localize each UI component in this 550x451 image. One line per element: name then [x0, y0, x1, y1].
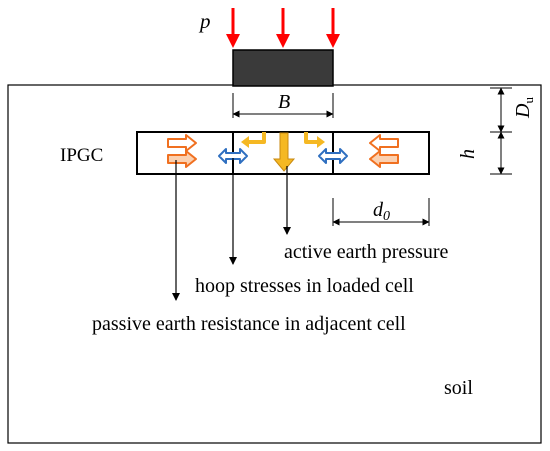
passive-arrow-right [369, 134, 399, 168]
cell-width-dimension [332, 198, 430, 226]
active-arrow-bend-left-head [241, 136, 249, 148]
footing-width-symbol: B [278, 91, 290, 113]
callout-active: active earth pressure [284, 241, 448, 263]
passive-arrow-left [167, 134, 197, 168]
hoop-arrow-right [318, 148, 348, 164]
load-arrow-left [226, 8, 240, 48]
callout-passive: passive earth resistance in adjacent cel… [92, 313, 406, 335]
footing-width-dimension [232, 93, 334, 118]
load-arrow-right [326, 8, 340, 48]
active-arrow-center [272, 132, 296, 172]
hoop-arrow-left [218, 148, 248, 164]
depth-dimensions [490, 87, 512, 175]
active-arrow-bend-right [304, 132, 318, 144]
callout-hoop: hoop stresses in loaded cell [195, 275, 414, 297]
load-arrow-middle [276, 8, 290, 48]
load-arrows [226, 8, 340, 48]
soil-label: soil [444, 377, 473, 399]
load-symbol: p [198, 9, 211, 33]
active-arrow-bend-left [248, 132, 266, 144]
footing [232, 49, 334, 87]
cell-width-symbol: d0 [373, 199, 390, 224]
reinforcement-label: IPGC [60, 145, 103, 166]
embedment-depth-symbol: Du [512, 97, 536, 119]
active-arrow-bend-right-head [317, 136, 325, 148]
cell-height-symbol: h [457, 149, 479, 159]
